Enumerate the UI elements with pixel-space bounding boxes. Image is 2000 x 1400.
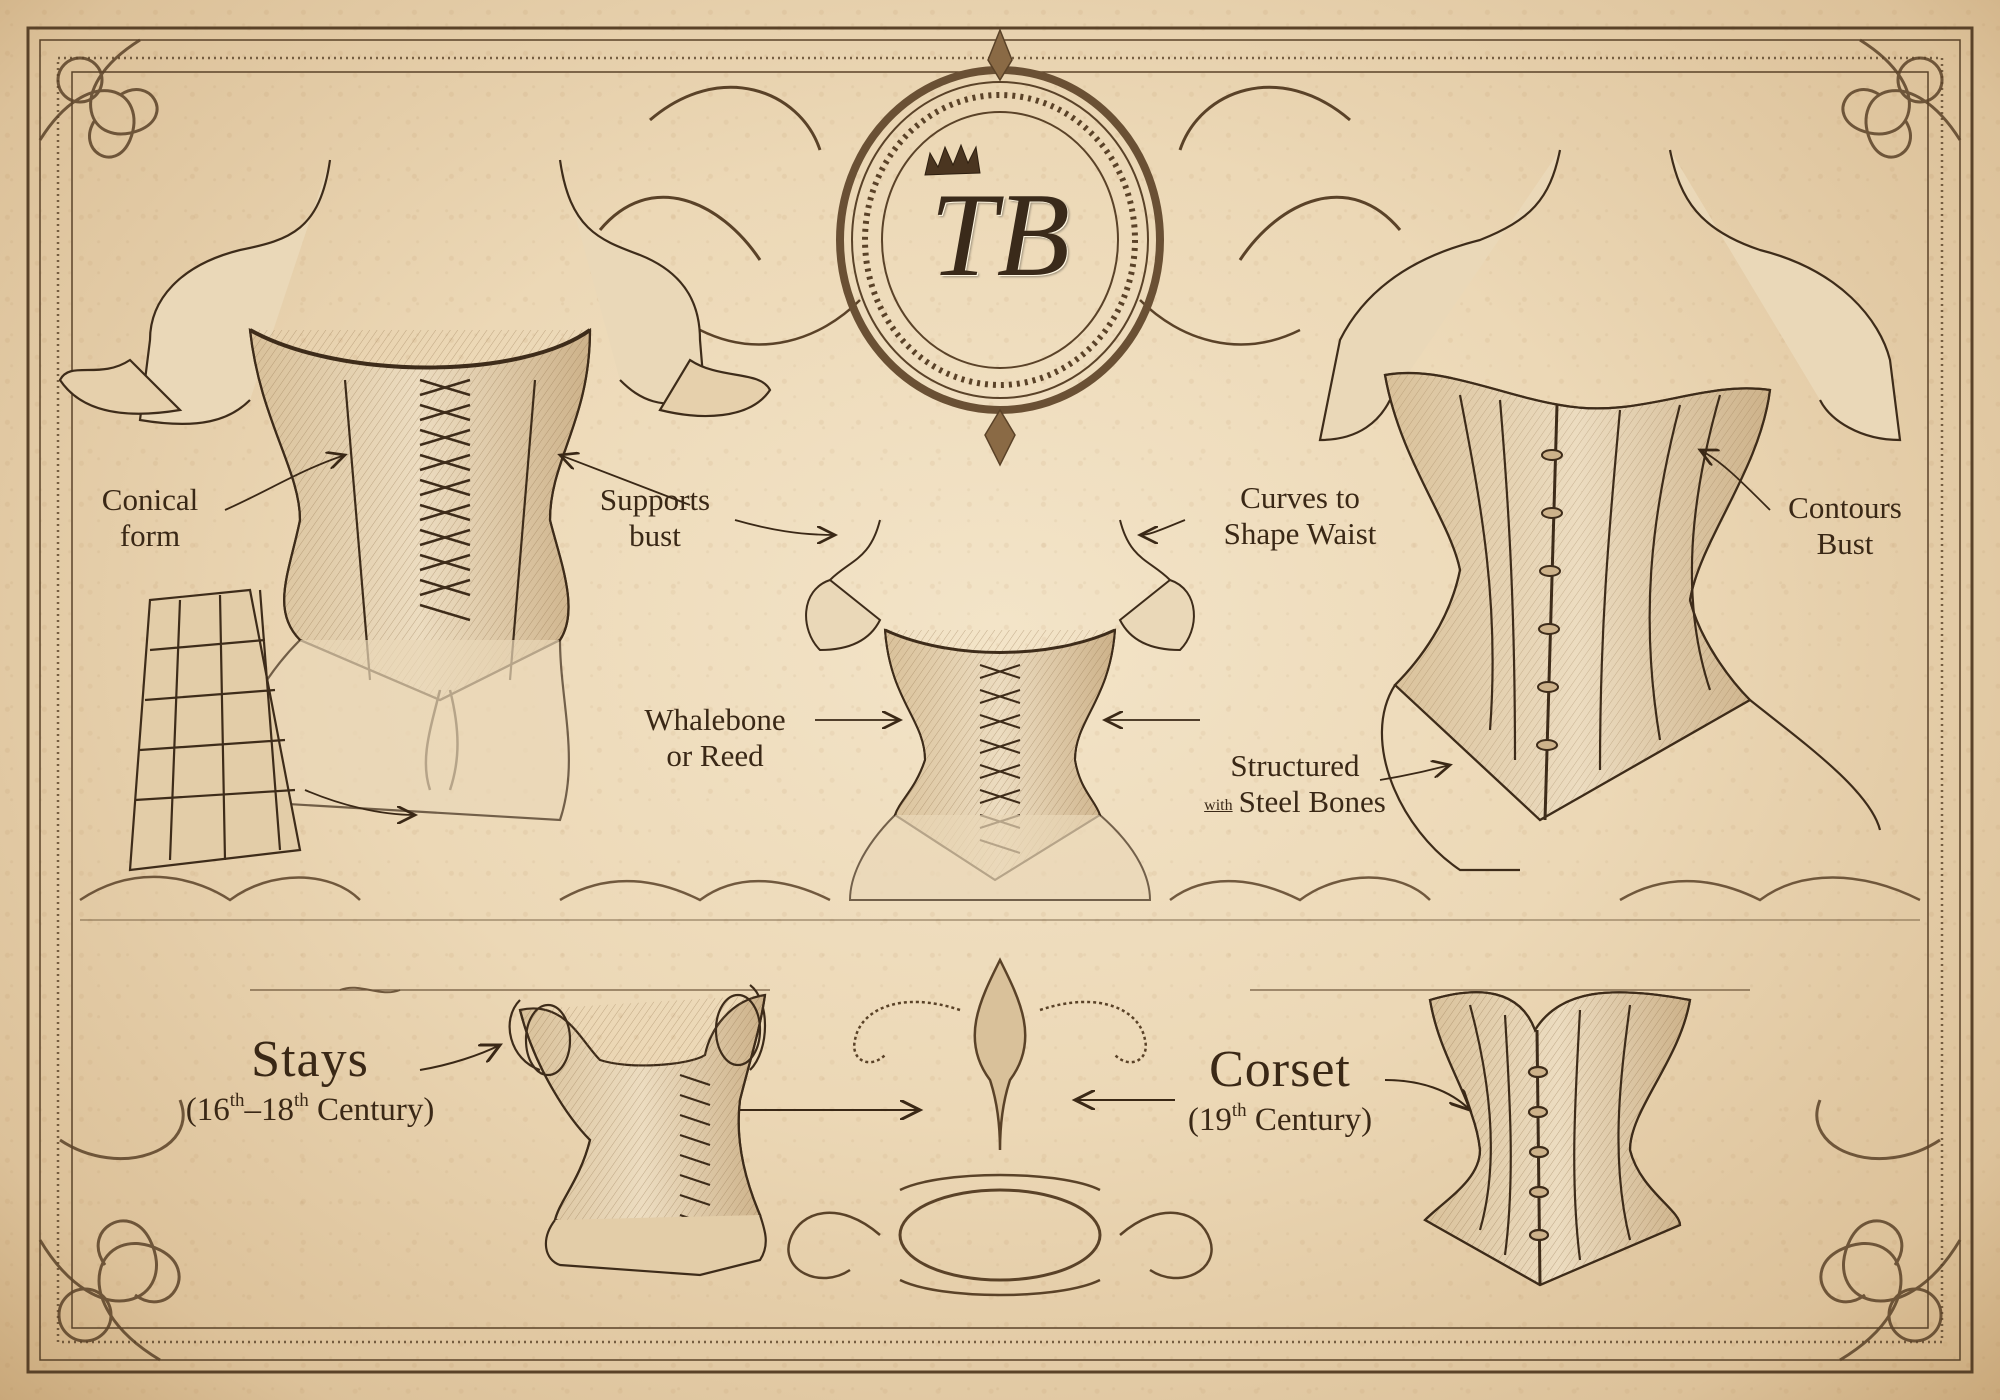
callout-text: Conical (101, 482, 199, 517)
callout-text: form (119, 517, 181, 553)
left-figure-illustration (58, 159, 772, 872)
century-num: 19 (1198, 1101, 1232, 1138)
callout-text: Whalebone (644, 702, 786, 737)
callout-text: bust (629, 517, 681, 553)
corset-date: (19th Century) (1150, 1100, 1410, 1140)
callout-structured: Structured with Steel Bones (1175, 748, 1415, 819)
callout-whalebone: Whalebone or Reed (620, 702, 810, 773)
callout-text: Structured (1230, 748, 1360, 783)
left-callout-arrows (224, 455, 691, 815)
callout-text: Supports (599, 482, 711, 517)
callout-text: or Reed (666, 737, 764, 773)
ordinal: th (1231, 1099, 1247, 1121)
corset-illustration (1423, 991, 1692, 1287)
callout-text: Steel Bones (1238, 783, 1386, 819)
corset-title: Corset (1209, 1041, 1351, 1098)
corset-heading: Corset (19th Century) (1150, 1040, 1410, 1140)
callout-text: Bust (1816, 525, 1874, 561)
paren: ( (185, 1091, 197, 1128)
comparison-arrows (419, 1045, 1470, 1110)
callout-text: Contours (1788, 490, 1902, 525)
corner-flourish-icons (38, 38, 1962, 1362)
century-start: 16 (196, 1091, 230, 1128)
stays-heading: Stays (16th–18th Century) (140, 1030, 480, 1130)
ordinal: th (229, 1089, 245, 1111)
stays-title: Stays (251, 1031, 369, 1088)
ordinal: th (293, 1089, 309, 1111)
callout-conical-form: Conical form (80, 482, 220, 553)
century-word: Century) (308, 1091, 435, 1128)
right-callout-arrows (1379, 450, 1771, 781)
century-word: Century) (1246, 1101, 1373, 1138)
century-end: 18 (260, 1091, 294, 1128)
callout-supports-bust: Supports bust (575, 482, 735, 553)
crown-icon (924, 143, 981, 176)
monogram-emblem: TB (930, 168, 1071, 301)
right-figure-illustration (1318, 149, 1902, 872)
callout-curves-waist: Curves to Shape Waist (1195, 480, 1405, 551)
center-figure-illustration (805, 519, 1195, 901)
emblem-frame (598, 27, 1402, 467)
dash: – (244, 1091, 261, 1128)
paren: ( (1187, 1101, 1199, 1138)
stays-date-range: (16th–18th Century) (140, 1090, 480, 1130)
center-ornament (787, 957, 1213, 1297)
callout-text-line2: with Steel Bones (1175, 784, 1415, 820)
callout-contours-bust: Contours Bust (1765, 490, 1925, 561)
divider-scrollwork (79, 875, 1921, 994)
callout-text: Curves to (1240, 480, 1360, 515)
center-callout-arrows (734, 519, 1200, 720)
callout-prefix: with (1204, 796, 1233, 814)
stays-illustration (508, 984, 767, 1277)
callout-text: Shape Waist (1223, 515, 1377, 551)
